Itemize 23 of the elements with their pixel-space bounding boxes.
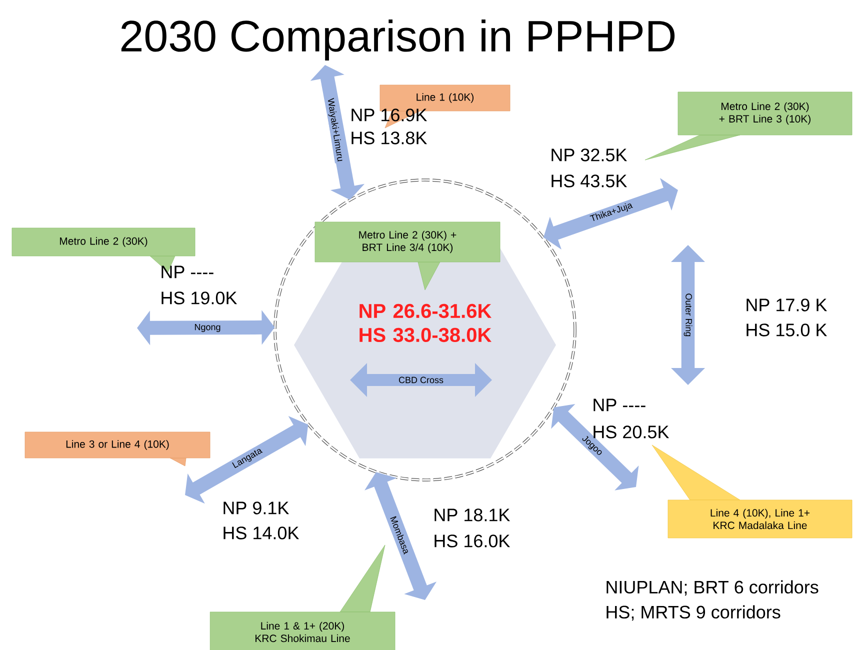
value-label: HS 15.0 K — [746, 324, 828, 336]
edge-label: Ngong — [193, 322, 222, 334]
value-label: NP 18.1K — [434, 508, 510, 522]
value-label: HS 16.0K — [434, 534, 510, 548]
callout-box: Line 1 & 1+ (20K) KRC Shokimau Line — [210, 544, 396, 650]
edge-label: Waiyaki+Limuru — [324, 96, 346, 164]
double-arrow — [364, 472, 437, 600]
title: 2030 Comparison in PPHPD — [121, 19, 675, 60]
callout-box: Line 4 (10K), Line 1+ KRC Madalaka Line — [652, 444, 852, 538]
value-label: NP ---- — [594, 398, 646, 412]
double-arrow — [185, 416, 308, 504]
callout-box: Metro Line 2 (30K) + BRT Line 3 (10K) — [644, 92, 852, 160]
value-label: HS 13.8K — [352, 132, 428, 144]
value-label: HS 19.0K — [162, 292, 238, 304]
value-label: NP 17.9 K — [746, 298, 828, 312]
value-label: HS 20.5K — [594, 426, 670, 438]
callout-box: Metro Line 2 (30K) + BRT Line 3/4 (10K) — [314, 222, 500, 290]
value-label: NP 32.5K — [552, 148, 628, 162]
value-label: HS 43.5K — [552, 174, 628, 188]
value-label: NP 9.1K — [224, 502, 290, 514]
note-text: NIUPLAN; BRT 6 corridors — [606, 580, 818, 596]
note-text: HS; MRTS 9 corridors — [606, 605, 780, 621]
callout-box: Line 3 or Line 4 (10K) — [24, 432, 210, 466]
